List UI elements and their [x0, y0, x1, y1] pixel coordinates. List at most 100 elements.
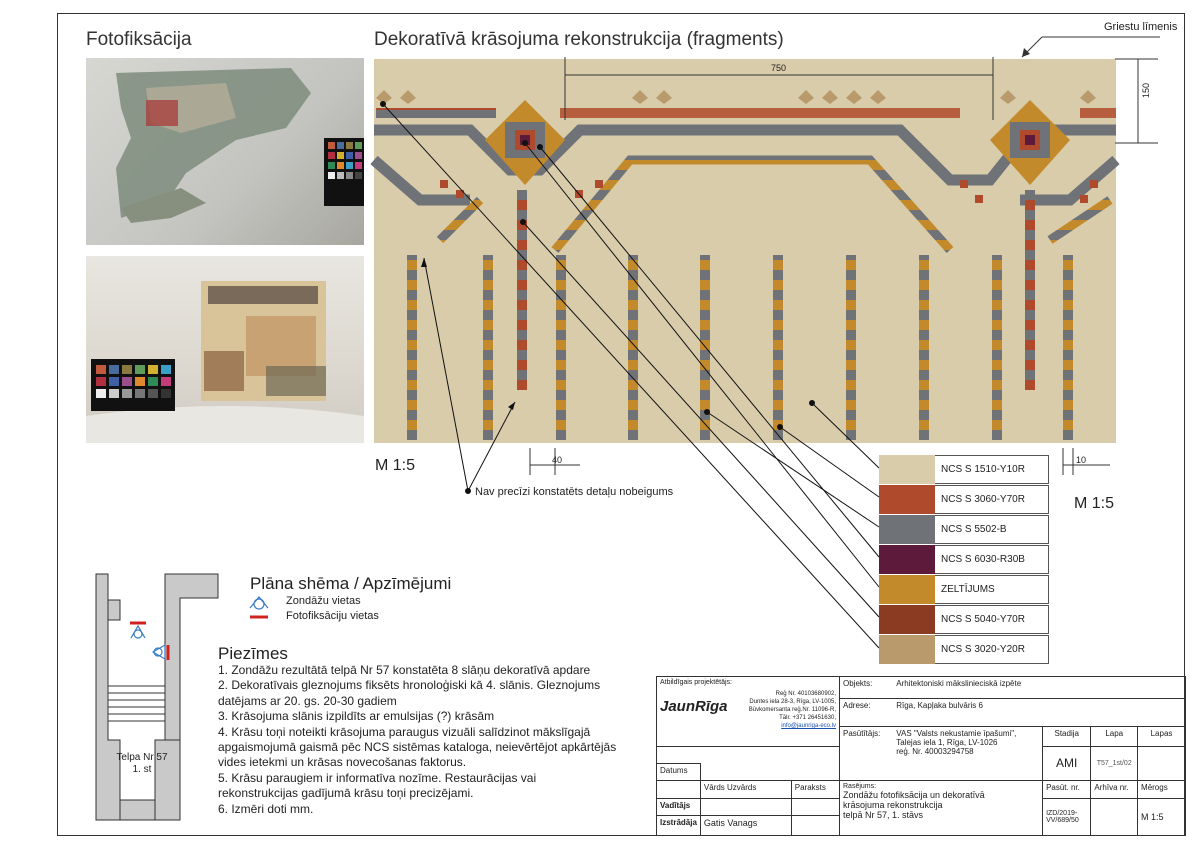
note-line: rekonstrukcijas gadījumā krāsu toņi prec…	[218, 786, 474, 801]
client-line: VAS "Valsts nekustamie īpašumi",	[896, 728, 1017, 738]
drawing-title-line: krāsojuma rekonstrukcija	[843, 800, 943, 811]
company-info-line: Tālr. +371 26451630,	[779, 715, 836, 721]
color-swatch-label: NCS S 5502-B	[935, 515, 1049, 544]
scale-right: M 1:5	[1074, 495, 1115, 512]
order-label: Pasūt. nr.	[1042, 780, 1092, 799]
object-label: Objekts:	[839, 675, 894, 700]
ceiling-label: Griestu līmenis	[1104, 21, 1178, 33]
stairs	[108, 685, 165, 722]
color-swatch-label: NCS S 3020-Y20R	[935, 635, 1049, 664]
made-name: Gatis Vanags	[699, 815, 792, 836]
note-line: 4. Krāsu toņi noteikti krāsojuma paraugu…	[218, 724, 591, 739]
scale-label: Mērogs	[1137, 780, 1186, 799]
color-swatch-label: ZELTĪJUMS	[935, 575, 1049, 604]
designer-label: Atbildīgais projektētājs:	[660, 679, 732, 686]
room-label-line1: Telpa Nr 57	[116, 752, 168, 763]
stage-label: Stadija	[1042, 725, 1092, 747]
client-line: reģ. Nr. 40003294758	[896, 746, 974, 756]
room-label: Telpa Nr 57 1. st	[112, 752, 172, 776]
note-line: apgaismojumā gaismā pēc NCS sistēmas kat…	[218, 740, 617, 755]
top-arrow-marks	[376, 90, 1096, 104]
color-swatch-row: NCS S 1510-Y10R	[879, 455, 1049, 484]
checker-band	[376, 108, 1116, 118]
gold-inner-band	[551, 155, 954, 253]
note-line: 3. Krāsojuma slānis izpildīts ar emulsij…	[218, 709, 495, 724]
color-swatch	[879, 515, 935, 544]
date-label: Datums	[656, 762, 701, 782]
dim-10: 10	[1076, 455, 1087, 465]
color-swatch	[879, 485, 935, 514]
vertical-stripes	[407, 190, 1073, 440]
company-info-line: Būvkomersanta reģ.Nr. 11096-R,	[748, 707, 836, 713]
dim-750: 750	[771, 63, 787, 73]
color-swatch-row: NCS S 3020-Y20R	[879, 635, 1049, 664]
plan-heading: Plāna shēma / Apzīmējumi	[250, 574, 452, 593]
designer-cell: Atbildīgais projektētājs: JaunRīga Reģ N…	[656, 676, 840, 747]
color-swatch-label: NCS S 3060-Y70R	[935, 485, 1049, 514]
color-swatch-row: NCS S 6030-R30B	[879, 545, 1049, 574]
order-line: IZD/2019-	[1046, 809, 1078, 817]
diamond-right	[990, 100, 1070, 185]
pages-value	[1137, 745, 1186, 782]
client-value: VAS "Valsts nekustamie īpašumi", Talejas…	[893, 725, 1044, 782]
floor-plan	[95, 573, 219, 821]
pages-label: Lapas	[1137, 725, 1186, 747]
company-info-line: Duntes iela 28-3, Rīga, LV-1005,	[749, 699, 836, 705]
company-info: Reģ Nr. 40103680902, Duntes iela 28-3, R…	[749, 690, 836, 730]
company-info-line: Reģ Nr. 40103680902,	[775, 691, 836, 697]
client-line: Talejas iela 1, Rīga, LV-1026	[896, 737, 998, 747]
color-swatch	[879, 455, 935, 484]
drawing-title-line: telpā Nr 57, 1. stāvs	[843, 810, 924, 821]
legend-photofix: Fotofiksāciju vietas	[286, 610, 379, 622]
object-value: Arhitektoniski mākslinieciskā izpēte	[893, 675, 1187, 700]
company-logo: JaunRīga	[660, 698, 728, 715]
drawing-cell: Rasējums: Zondāžu fotofiksācija un dekor…	[838, 780, 1044, 836]
stage-value: AMI	[1042, 745, 1092, 782]
lead-label: Vadītājs	[656, 797, 701, 817]
color-swatch	[879, 545, 935, 574]
sheet-frame	[57, 13, 1185, 836]
leader-lines	[382, 103, 880, 649]
color-swatch-row: NCS S 5502-B	[879, 515, 1049, 544]
address-value: Rīga, Kapļaka bulvāris 6	[893, 698, 1187, 727]
color-swatch-row: ZELTĪJUMS	[879, 575, 1049, 604]
name-label: Vārds Uzvārds	[699, 780, 792, 799]
color-swatch-label: NCS S 6030-R30B	[935, 545, 1049, 574]
leader-dots	[380, 101, 815, 494]
photofix-marks	[130, 615, 268, 660]
scale-value: M 1:5	[1137, 797, 1186, 837]
archive-value	[1090, 797, 1139, 837]
address-label: Adrese:	[839, 698, 894, 727]
note-line: vides ietekmi un krāsas novecošanas fakt…	[218, 755, 467, 770]
note-line: 5. Krāsu paraugiem ir informatīva nozīme…	[218, 770, 537, 785]
photo-top	[86, 58, 364, 245]
color-swatch	[879, 635, 935, 664]
color-swatch	[879, 605, 935, 634]
color-swatch-row: NCS S 5040-Y70R	[879, 605, 1049, 634]
note-line: 6. Izmēri doti mm.	[218, 801, 314, 816]
notes-heading: Piezīmes	[218, 644, 288, 663]
color-swatch-row: NCS S 3060-Y70R	[879, 485, 1049, 514]
notes-list: 1. Zondāžu rezultātā telpā Nr 57 konstat…	[218, 663, 616, 817]
title-block: Atbildīgais projektētājs: JaunRīga Reģ N…	[656, 675, 1187, 837]
note-line: 2. Dekoratīvais gleznojums fiksēts hrono…	[218, 678, 601, 693]
ceiling-arrow	[1022, 48, 1030, 57]
color-swatch-label: NCS S 5040-Y70R	[935, 605, 1049, 634]
company-email-link[interactable]: info@jaunriga-eco.lv	[781, 723, 836, 729]
archive-label: Arhīva nr.	[1090, 780, 1139, 799]
unconfirmed-note: Nav precīzi konstatēts detaļu nobeigums	[475, 486, 674, 498]
color-swatch	[879, 575, 935, 604]
note-line: datējams ar 20. gs. 20-30 gadiem	[218, 693, 397, 708]
dimension-lines	[529, 36, 1160, 475]
scale-left: M 1:5	[375, 457, 416, 474]
color-swatch-label: NCS S 1510-Y10R	[935, 455, 1049, 484]
order-line: VV/689/50	[1046, 816, 1079, 824]
sign-label: Paraksts	[790, 780, 841, 799]
note-line: 1. Zondāžu rezultātā telpā Nr 57 konstat…	[218, 663, 591, 677]
legend-sondage: Zondāžu vietas	[286, 595, 361, 607]
page-label: Lapa	[1090, 725, 1139, 747]
room-label-line2: 1. st	[132, 764, 152, 775]
drawing-title-line: Zondāžu fotofiksācija un dekoratīvā	[843, 790, 985, 801]
dim-150: 150	[1141, 82, 1151, 98]
